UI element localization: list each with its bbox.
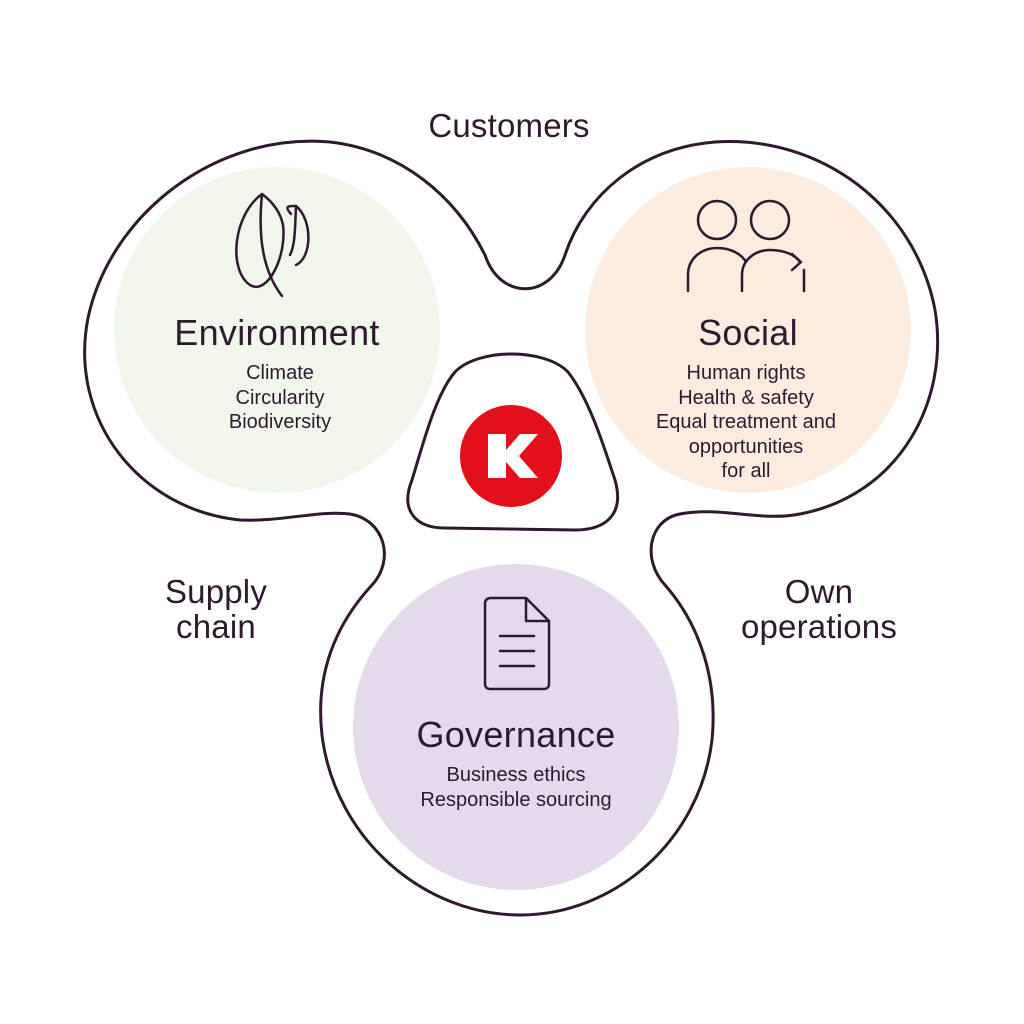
social-item: for all	[721, 460, 771, 482]
document-icon	[483, 596, 551, 691]
governance-disc	[353, 564, 679, 890]
environment-item: Climate	[246, 362, 314, 384]
outer-outline	[83, 139, 940, 917]
social-item: Equal treatment and	[655, 411, 837, 433]
governance-title: Governance	[416, 714, 616, 755]
environment-item: Circularity	[235, 386, 325, 409]
supply-chain-line-1: Supply	[164, 573, 268, 610]
k-logo-icon	[460, 405, 562, 507]
leaves-icon	[235, 192, 310, 298]
own-operations-line-1: Own	[784, 573, 854, 610]
social-item: opportunities	[688, 435, 804, 458]
governance-item: Responsible sourcing	[420, 788, 612, 811]
environment-items: Climate Circularity Biodiversity	[170, 361, 390, 435]
supply-chain-label: Supply chain	[140, 574, 292, 644]
inner-outline	[406, 352, 620, 532]
customers-label: Customers	[428, 107, 590, 144]
environment-title: Environment	[174, 312, 380, 353]
own-operations-label: Own operations	[712, 574, 926, 644]
social-disc	[585, 167, 911, 493]
people-icon	[686, 199, 806, 293]
social-item: Health & safety	[678, 386, 814, 409]
social-items: Human rights Health & safety Equal treat…	[621, 361, 871, 484]
environment-item: Biodiversity	[228, 411, 332, 433]
own-operations-line-2: operations	[740, 608, 898, 645]
governance-items: Business ethics Responsible sourcing	[386, 763, 646, 812]
supply-chain-line-2: chain	[176, 608, 256, 645]
governance-item: Business ethics	[446, 764, 586, 786]
environment-disc	[114, 167, 440, 493]
social-item: Human rights	[686, 362, 806, 384]
social-title: Social	[698, 312, 798, 353]
